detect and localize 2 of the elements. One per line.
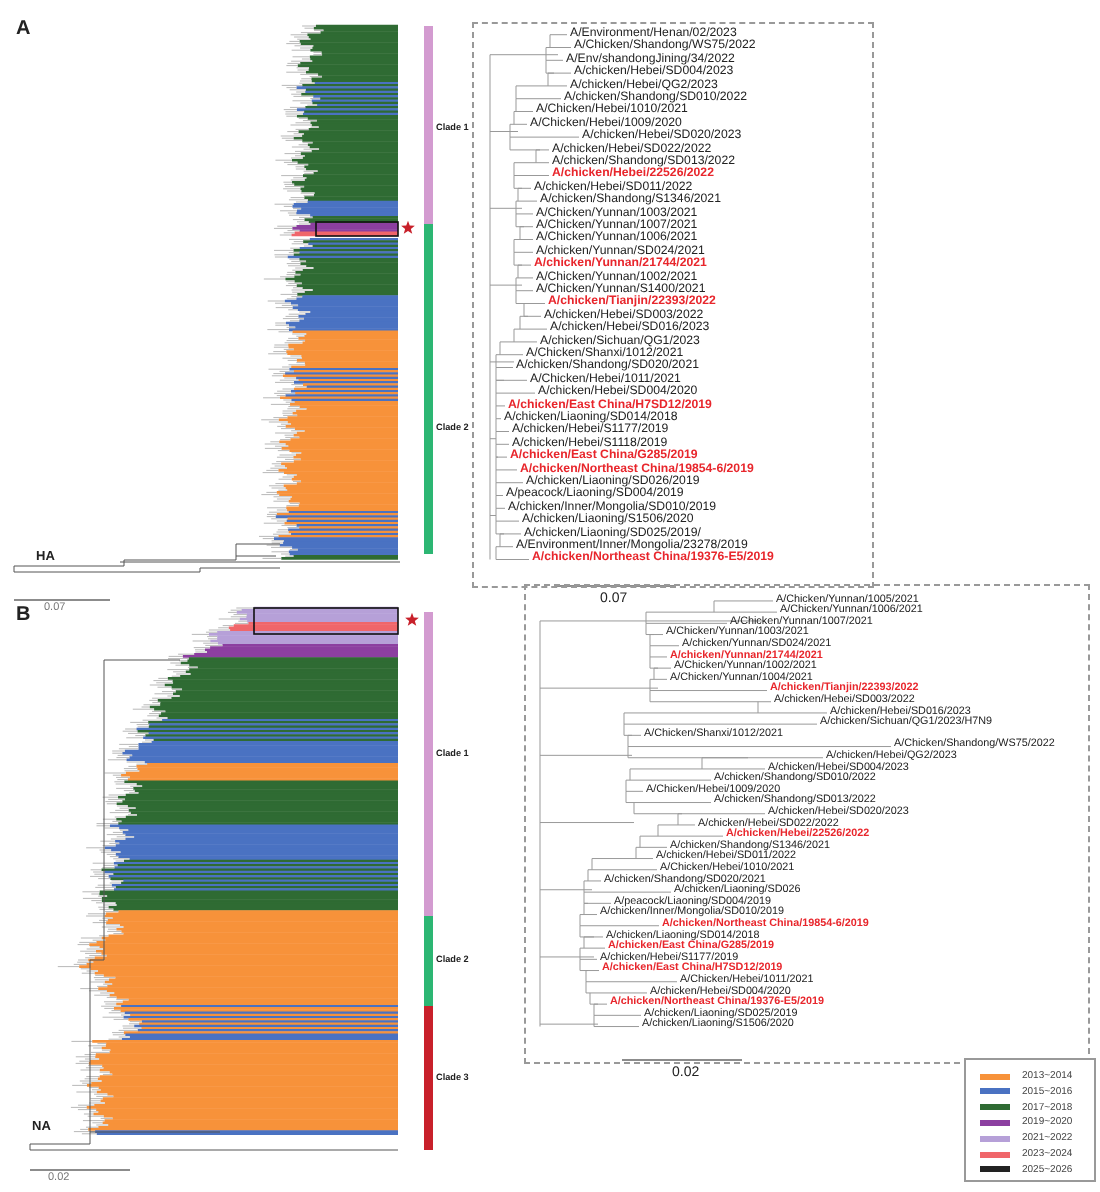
panel-letter: B	[16, 606, 31, 626]
panel-letter: A	[16, 20, 31, 40]
